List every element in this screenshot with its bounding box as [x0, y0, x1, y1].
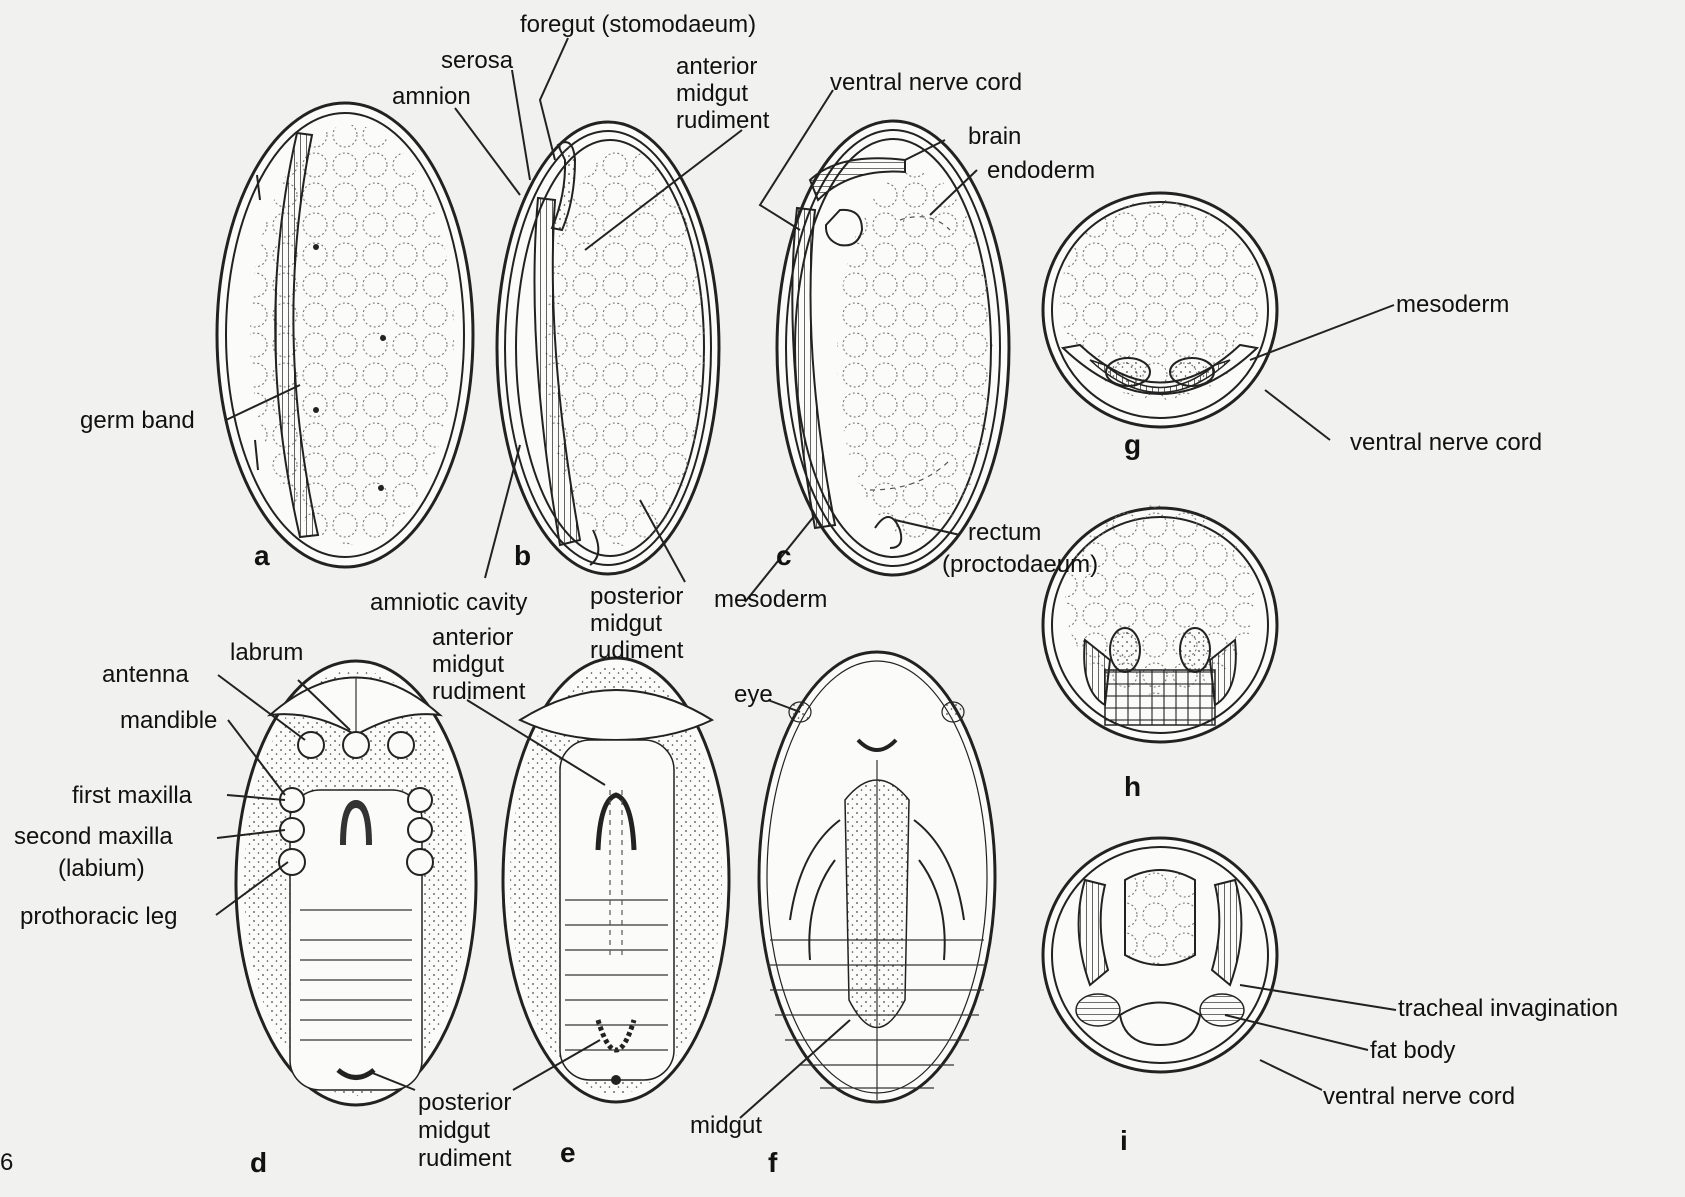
panel-letter-e: e [560, 1137, 576, 1168]
label-mesoderm-c: mesoderm [714, 586, 827, 613]
panel-b-embryo [497, 122, 719, 574]
panel-letter-g: g [1124, 429, 1141, 460]
label-tracheal-invagination: tracheal invagination [1398, 995, 1618, 1022]
panel-c-embryo [777, 121, 1009, 575]
panel-g-cross-section [1043, 193, 1277, 427]
label-serosa: serosa [441, 47, 514, 74]
label-posterior-midgut-rudiment-b-line1: posterior [590, 583, 683, 610]
panel-e-embryo [503, 658, 729, 1102]
panel-letter-i: i [1120, 1125, 1128, 1156]
label-prothoracic-leg: prothoracic leg [20, 903, 177, 930]
label-posterior-midgut-rudiment-b-line2: midgut [590, 610, 662, 637]
panel-letter-c: c [776, 540, 792, 571]
label-amniotic-cavity: amniotic cavity [370, 589, 527, 616]
label-germ-band: germ band [80, 407, 195, 434]
panel-i-cross-section [1043, 838, 1277, 1072]
panel-letter-b: b [514, 540, 531, 571]
label-ventral-nerve-cord-c: ventral nerve cord [830, 69, 1022, 96]
label-posterior-midgut-rudiment-e-line1: posterior [418, 1089, 511, 1116]
label-anterior-midgut-rudiment-d-line3: rudiment [432, 678, 526, 705]
label-midgut: midgut [690, 1112, 762, 1139]
label-foregut: foregut (stomodaeum) [520, 11, 756, 38]
figure-number-fragment: 6 [0, 1149, 13, 1176]
label-second-maxilla-line1: second maxilla [14, 823, 173, 850]
label-posterior-midgut-rudiment-e-line3: rudiment [418, 1145, 512, 1172]
panel-h-cross-section [1043, 505, 1277, 742]
panel-letter-a: a [254, 540, 270, 571]
label-posterior-midgut-rudiment-e-line2: midgut [418, 1117, 490, 1144]
label-ventral-nerve-cord-g: ventral nerve cord [1350, 429, 1542, 456]
label-first-maxilla: first maxilla [72, 782, 193, 809]
label-second-maxilla-line2: (labium) [58, 855, 145, 882]
label-ventral-nerve-cord-i: ventral nerve cord [1323, 1083, 1515, 1110]
label-rectum-line1: rectum [968, 519, 1041, 546]
label-anterior-midgut-rudiment-d-line2: midgut [432, 651, 504, 678]
label-mesoderm-g: mesoderm [1396, 291, 1509, 318]
panel-letter-d: d [250, 1147, 267, 1178]
panel-d-embryo [236, 661, 476, 1105]
label-brain: brain [968, 123, 1021, 150]
label-endoderm: endoderm [987, 157, 1095, 184]
label-anterior-midgut-rudiment-b-line2: midgut [676, 80, 748, 107]
label-eye: eye [734, 681, 773, 708]
panel-letter-h: h [1124, 771, 1141, 802]
label-amnion: amnion [392, 83, 471, 110]
panel-letter-f: f [768, 1147, 778, 1178]
label-labrum: labrum [230, 639, 303, 666]
label-antenna: antenna [102, 661, 189, 688]
label-anterior-midgut-rudiment-b-line1: anterior [676, 53, 757, 80]
label-mandible: mandible [120, 707, 217, 734]
label-posterior-midgut-rudiment-b-line3: rudiment [590, 637, 684, 664]
label-rectum-line2: (proctodaeum) [942, 551, 1098, 578]
panel-f-embryo [759, 652, 995, 1102]
label-fat-body: fat body [1370, 1037, 1455, 1064]
label-anterior-midgut-rudiment-d-line1: anterior [432, 624, 513, 651]
label-anterior-midgut-rudiment-b-line3: rudiment [676, 107, 770, 134]
panel-a-embryo [217, 103, 473, 567]
